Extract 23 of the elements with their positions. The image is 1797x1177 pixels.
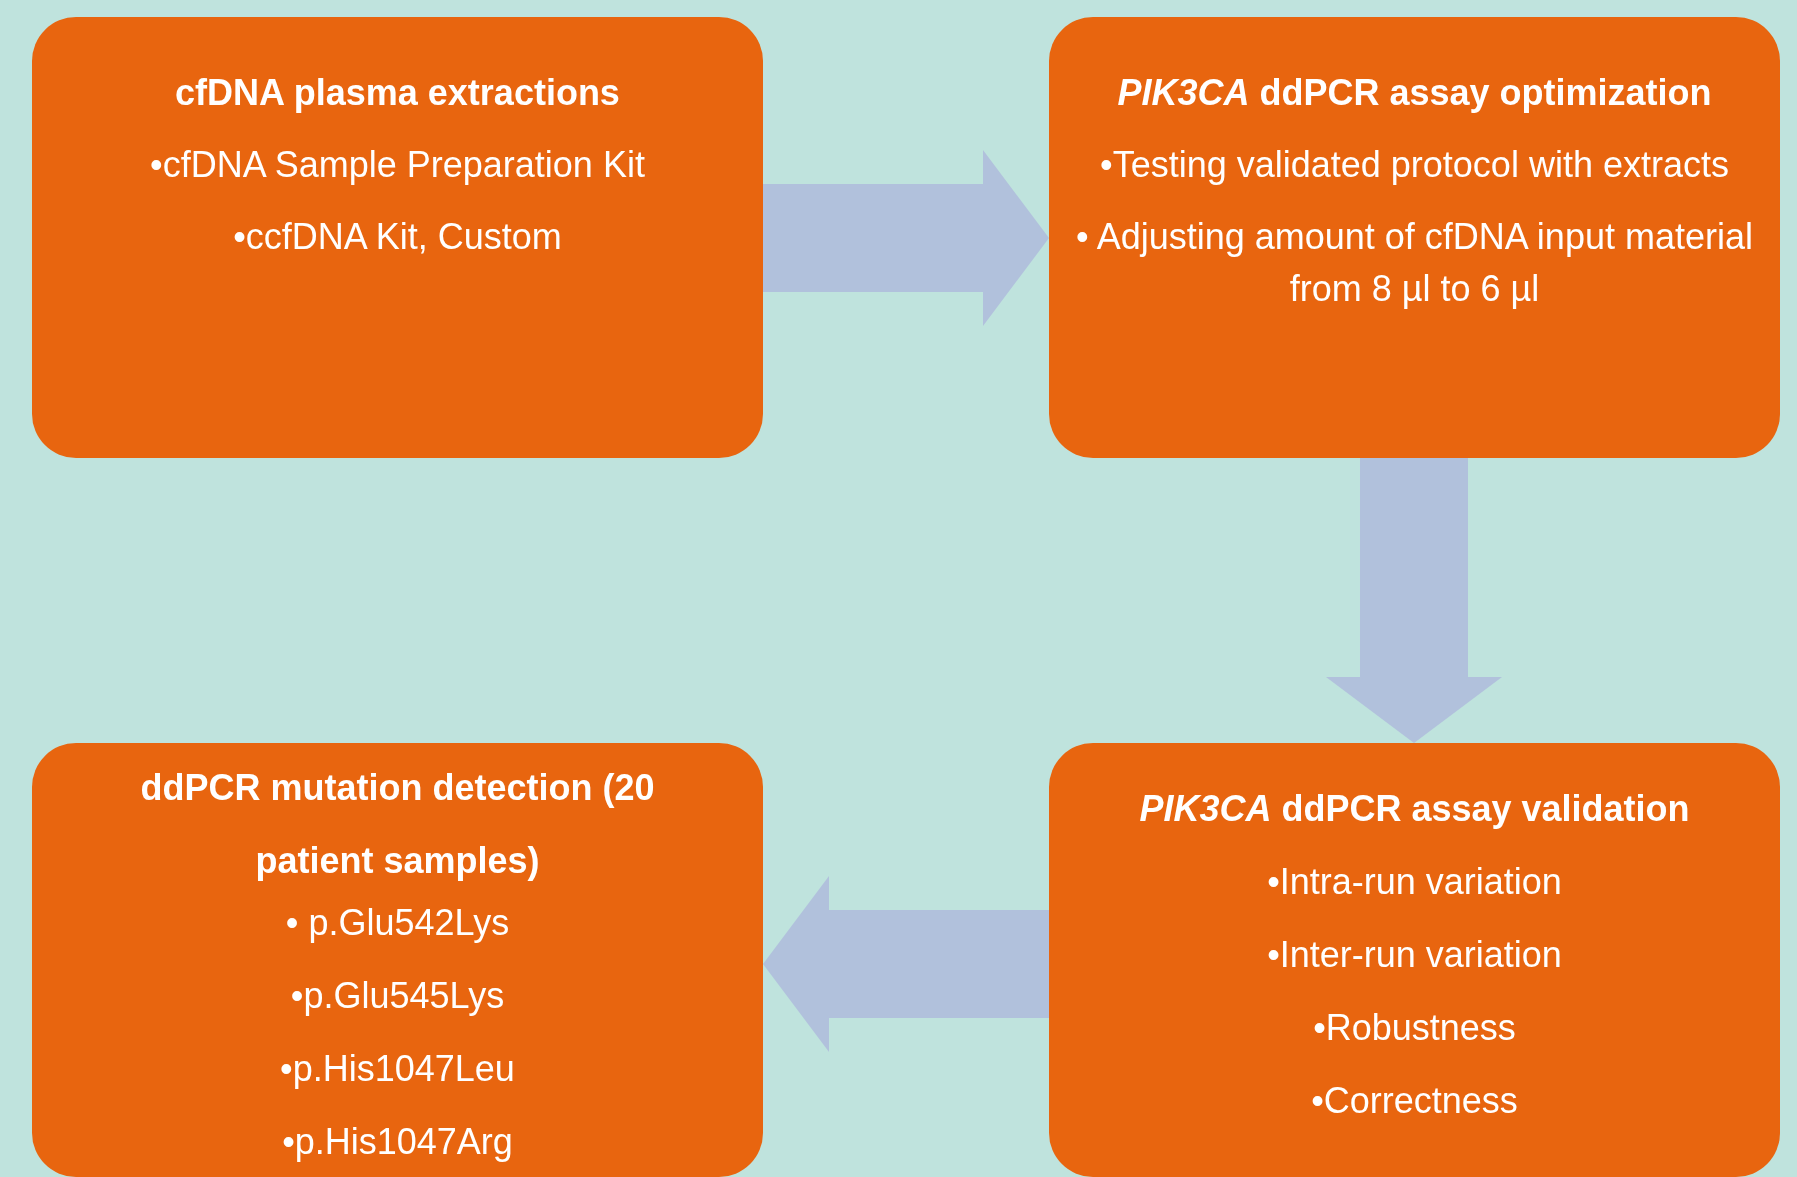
- block-arrow: [763, 150, 1049, 326]
- bullet-item: •Intra-run variation: [1266, 860, 1563, 904]
- bullet-item: •Correctness: [1310, 1079, 1519, 1123]
- block-arrow: [1326, 458, 1502, 743]
- box-heading: cfDNA plasma extractions: [174, 71, 621, 115]
- box-heading: PIK3CA ddPCR assay optimization: [1116, 71, 1713, 115]
- block-arrow: [763, 876, 1049, 1052]
- bullet-item: •p.His1047Leu: [279, 1047, 516, 1091]
- process-box: [32, 17, 763, 458]
- bullet-item: •Inter-run variation: [1266, 933, 1563, 977]
- process-box: [32, 743, 763, 1177]
- bullet-item: •Robustness: [1312, 1006, 1517, 1050]
- bullet-item: •Testing validated protocol with extracts: [1099, 143, 1730, 187]
- process-box: [1049, 743, 1780, 1177]
- bullet-item: •p.Glu545Lys: [289, 974, 506, 1018]
- bullet-item: • p.Glu542Lys: [284, 901, 511, 945]
- bullet-item: •p.His1047Arg: [281, 1120, 514, 1164]
- bullet-item: •ccfDNA Kit, Custom: [232, 215, 563, 259]
- bullet-item: •cfDNA Sample Preparation Kit: [149, 143, 646, 187]
- box-heading: PIK3CA ddPCR assay validation: [1138, 787, 1691, 831]
- box-heading: ddPCR mutation detection (20 patient samples): [139, 766, 656, 883]
- process-box: [1049, 17, 1780, 458]
- bullet-item: • Adjusting amount of cfDNA input material from 8 µl to 6 µl: [1075, 215, 1754, 311]
